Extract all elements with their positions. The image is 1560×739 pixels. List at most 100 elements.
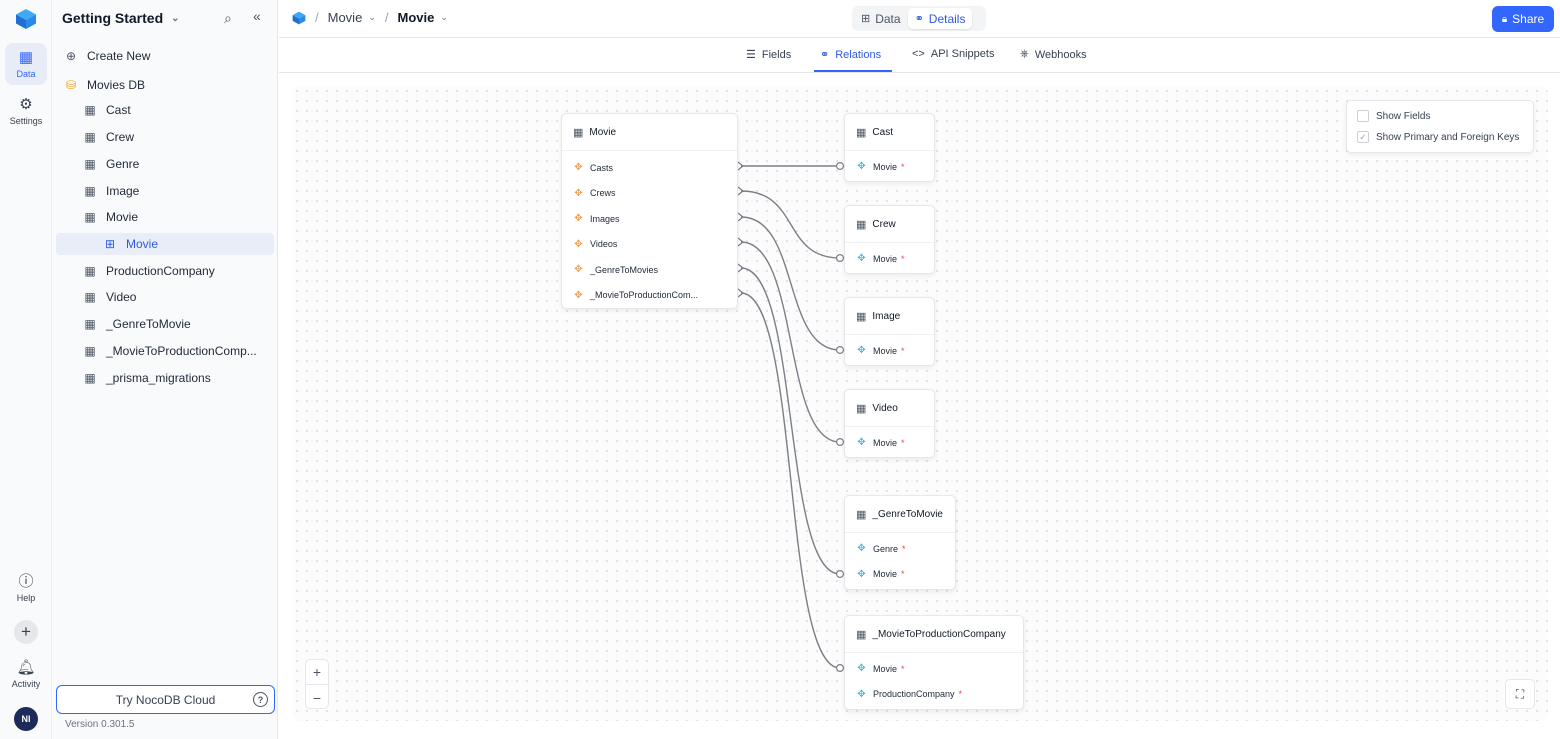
tab-fields-label: Fields [761, 48, 792, 61]
sidebar-table-movie[interactable]: ▦ Movie [83, 206, 301, 228]
key-icon: ✥ [857, 161, 866, 173]
table-icon: ▦ [856, 310, 867, 323]
plus-circle-icon: ⊕ [65, 49, 77, 63]
rail-settings[interactable]: ⚙ Settings [5, 90, 47, 132]
code-icon: <> [912, 48, 925, 60]
table-icon: ▦ [84, 344, 96, 358]
show-fields-option[interactable]: Show Fields [1357, 110, 1430, 122]
show-keys-checkbox[interactable]: ✓ [1357, 131, 1369, 143]
node-movie[interactable]: ▦ Movie ✥ Casts ✥ Crews ✥ Images ✥ Video… [561, 113, 738, 309]
sidebar-view-movie[interactable]: ⊞ Movie [56, 233, 274, 255]
left-rail: ▦ Data ⚙ Settings ⓘ Help + 🔔︎ Activity N… [0, 0, 52, 739]
required-marker: * [901, 253, 905, 264]
rail-activity[interactable]: 🔔︎ Activity [5, 653, 47, 695]
share-label: Share [1512, 12, 1545, 26]
table-icon: ▦ [573, 126, 584, 139]
table-icon: ▦ [856, 126, 867, 139]
chevron-down-icon: ⌄ [171, 12, 180, 24]
rail-settings-label: Settings [9, 115, 43, 126]
node-movietoproductioncompany[interactable]: ▦ _MovieToProductionCompany ✥ Movie * ✥ … [844, 615, 1024, 710]
node-title: Movie [589, 126, 617, 138]
nocodb-logo-icon[interactable] [292, 11, 306, 25]
node-header: ▦ Image [845, 298, 934, 335]
node-field: ✥ Movie * [845, 430, 934, 456]
tab-api-snippets[interactable]: <> API Snippets [912, 48, 994, 60]
node-cast[interactable]: ▦ Cast ✥ Movie * [844, 113, 935, 182]
field-label: Casts [590, 162, 614, 173]
show-keys-option[interactable]: ✓ Show Primary and Foreign Keys [1357, 131, 1519, 143]
table-label: Image [106, 184, 140, 198]
node-video[interactable]: ▦ Video ✥ Movie * [844, 389, 935, 458]
node-image[interactable]: ▦ Image ✥ Movie * [844, 297, 935, 366]
sidebar: Getting Started ⌄ ⌕ « ⊕ Create New ⛁ Mov… [52, 0, 278, 739]
nocodb-logo-icon[interactable] [15, 8, 37, 30]
key-icon: ✥ [857, 688, 866, 700]
workspace-switcher[interactable]: Getting Started ⌄ [62, 10, 180, 26]
required-marker: * [902, 543, 906, 554]
table-icon: ▦ [84, 210, 96, 224]
view-label: Movie [126, 237, 159, 251]
sidebar-table-video[interactable]: ▦ Video [83, 286, 301, 308]
base-label: Movies DB [87, 78, 146, 92]
avatar[interactable]: NI [14, 707, 38, 731]
node-crew[interactable]: ▦ Crew ✥ Movie * [844, 205, 935, 274]
show-fields-checkbox[interactable] [1357, 110, 1369, 122]
rail-data[interactable]: ▦ Data [5, 43, 47, 85]
table-icon: ▦ [856, 628, 867, 641]
rail-help-label: Help [16, 592, 36, 603]
add-button[interactable]: + [14, 620, 38, 644]
field-label: Images [590, 213, 620, 224]
base-item[interactable]: ⛁ Movies DB [64, 74, 282, 96]
sidebar-table-crew[interactable]: ▦ Crew [83, 126, 301, 148]
sidebar-table-genretomovie[interactable]: ▦ _GenreToMovie [83, 313, 301, 335]
sidebar-table-image[interactable]: ▦ Image [83, 180, 301, 202]
list-icon: ☰ [746, 49, 756, 61]
create-new-label: Create New [87, 49, 151, 63]
breadcrumb-view[interactable]: Movie [397, 10, 435, 25]
database-icon: ⛁ [65, 78, 77, 92]
zoom-in-button[interactable]: + [306, 660, 328, 685]
collapse-sidebar-icon[interactable]: « [253, 8, 261, 24]
zoom-out-button[interactable]: − [312, 689, 322, 706]
key-icon: ✥ [857, 253, 866, 265]
table-icon: ▦ [856, 402, 867, 415]
chevron-down-icon[interactable]: ⌄ [440, 12, 448, 22]
share-button[interactable]: 🔒︎ Share [1492, 6, 1554, 32]
key-icon: ✥ [857, 568, 866, 580]
sidebar-table-genre[interactable]: ▦ Genre [83, 153, 301, 175]
search-icon[interactable]: ⌕ [224, 10, 232, 26]
webhook-icon: ⎈ [1020, 48, 1029, 60]
node-field: ✥ ProductionCompany * [845, 682, 1023, 708]
toggle-data[interactable]: ⊞ Data [854, 8, 908, 29]
toggle-details-label: Details [928, 11, 966, 26]
toggle-details[interactable]: ⚭ Details [907, 8, 973, 29]
help-icon[interactable]: ? [253, 692, 268, 707]
sidebar-table-prisma-migrations[interactable]: ▦ _prisma_migrations [83, 367, 301, 389]
table-icon: ▦ [18, 48, 34, 66]
node-genretomovie[interactable]: ▦ _GenreToMovie ✥ Genre * ✥ Movie * [844, 495, 956, 590]
breadcrumb-table[interactable]: Movie [327, 10, 363, 25]
relations-canvas[interactable] [292, 86, 1548, 721]
table-label: _GenreToMovie [106, 317, 191, 331]
node-field: ✥ Crews [562, 181, 737, 207]
sidebar-table-productioncompany[interactable]: ▦ ProductionCompany [83, 260, 301, 282]
node-title: Cast [872, 126, 893, 138]
tab-webhooks[interactable]: ⎈ Webhooks [1020, 48, 1087, 61]
chevron-down-icon[interactable]: ⌄ [368, 12, 376, 22]
node-header: ▦ Movie [562, 114, 737, 151]
rail-help[interactable]: ⓘ Help [5, 567, 47, 609]
node-title: _MovieToProductionCompany [872, 628, 1006, 640]
try-cloud-button[interactable]: Try NocoDB Cloud ? [56, 685, 275, 714]
node-header: ▦ Cast [845, 114, 934, 151]
tab-relations[interactable]: ⚭ Relations [820, 48, 881, 62]
tab-fields[interactable]: ☰ Fields [746, 48, 792, 62]
field-label: Genre [873, 543, 899, 554]
table-label: Video [106, 290, 137, 304]
relations-icon: ⚭ [914, 13, 924, 25]
fullscreen-button[interactable]: ⛶ [1505, 679, 1535, 709]
sidebar-table-movietoproductioncompany[interactable]: ▦ _MovieToProductionComp... [83, 340, 301, 362]
sidebar-table-cast[interactable]: ▦ Cast [83, 99, 301, 121]
breadcrumb-separator: / [315, 10, 319, 25]
create-new-button[interactable]: ⊕ Create New [64, 45, 282, 67]
breadcrumb-separator: / [384, 10, 389, 25]
